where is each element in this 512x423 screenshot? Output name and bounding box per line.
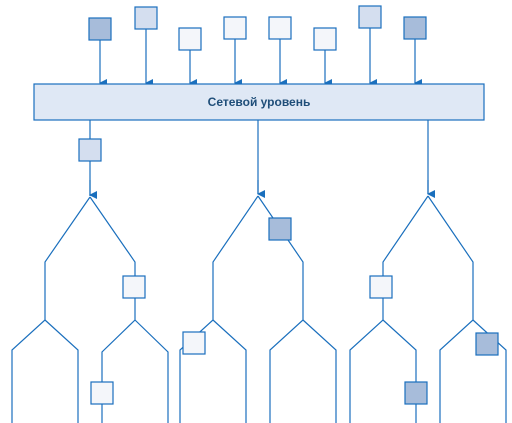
tree-packet [78,138,102,162]
incoming-packet [268,16,292,40]
branch-line [302,319,337,423]
tree-packets [78,138,499,405]
branch-line [212,319,247,423]
branch-line [134,319,169,423]
distribution-trees [11,120,507,423]
tree-packet [369,275,393,299]
incoming-packet [88,17,112,41]
network-layer-label: Сетевой уровень [208,95,311,109]
tree-packet [475,332,499,356]
branch-line [472,319,507,423]
branch-line [382,319,417,423]
branch-line [427,195,474,423]
incoming-packet [223,16,247,40]
tree-packet [268,217,292,241]
network-layer-bar [33,83,485,121]
tree-packet [182,331,206,355]
incoming-packet [134,6,158,30]
tree-packet [122,275,146,299]
incoming-packet [178,27,202,51]
tree-packet [90,381,114,405]
incoming-packets [88,5,427,87]
incoming-packet [313,27,337,51]
tree-packet [404,381,428,405]
incoming-packet [403,16,427,40]
incoming-packet [358,5,382,29]
branch-line [44,319,79,423]
